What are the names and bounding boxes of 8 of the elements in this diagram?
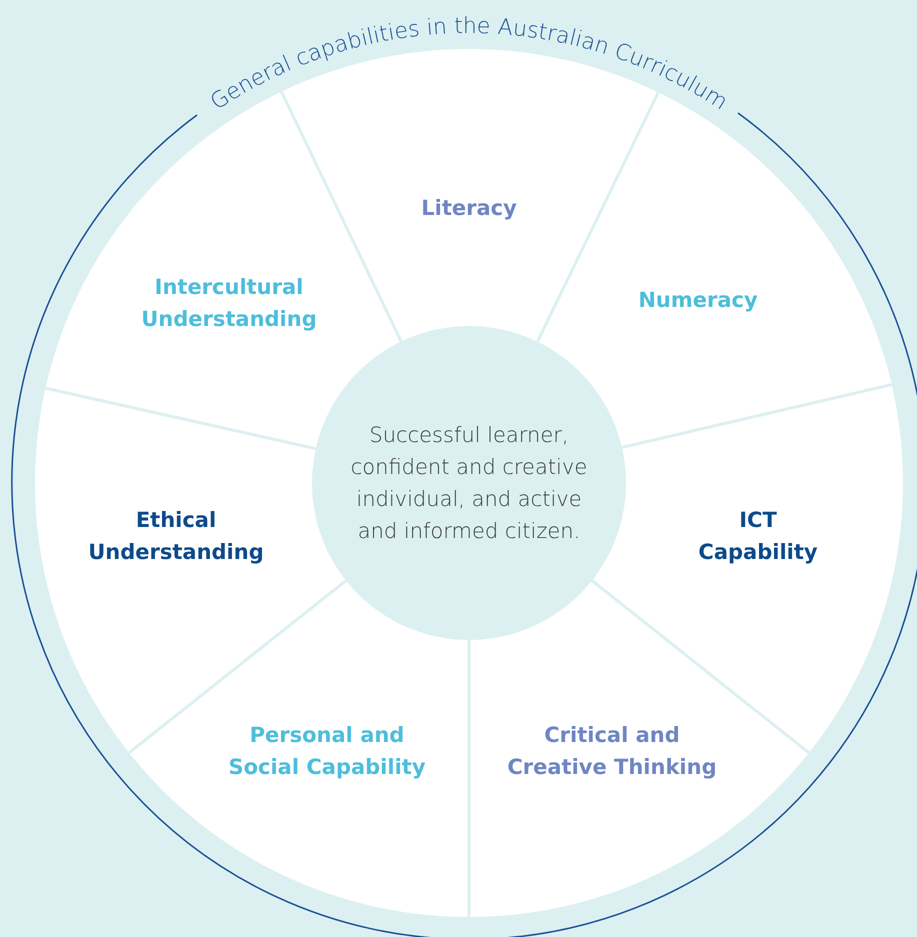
capability-label: Ethical Understanding [81,504,271,568]
capability-label: ICT Capability [683,504,833,568]
capability-label: Critical and Creative Thinking [502,719,722,783]
capability-label: Intercultural Understanding [129,271,329,335]
center-text: Successful learner, confident and creative individual, and active and informed citizen. [350,422,588,545]
capability-label: Literacy [369,192,569,224]
capability-label: Personal and Social Capability [217,719,437,783]
capability-label: Numeracy [598,284,798,316]
